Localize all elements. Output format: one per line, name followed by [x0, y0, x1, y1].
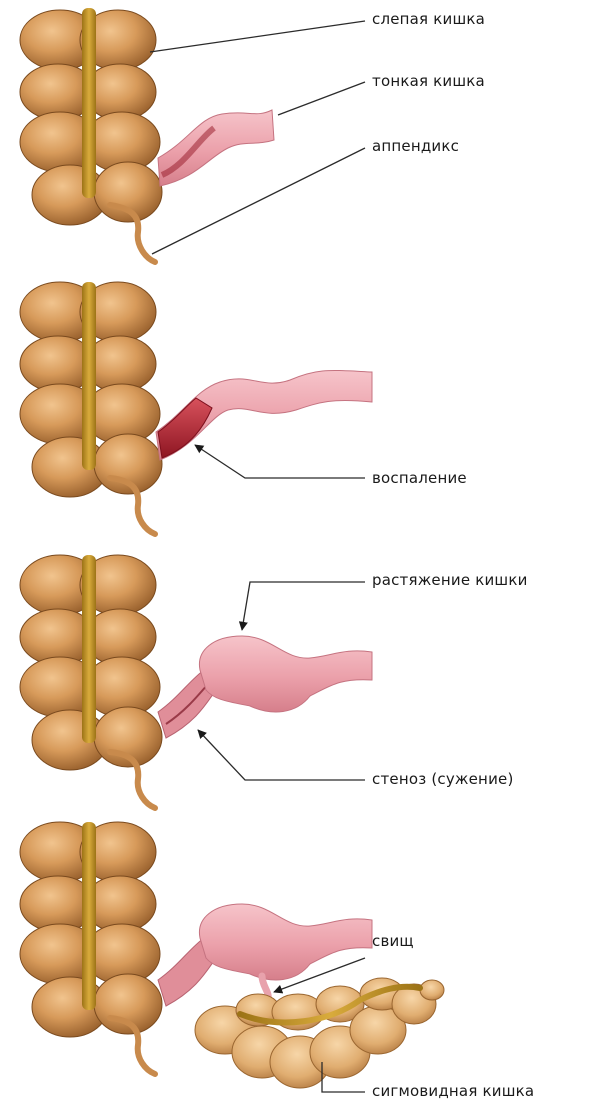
sigmoid-colon	[195, 978, 444, 1088]
label-inflammation: воспаление	[372, 469, 467, 487]
small-intestine	[158, 110, 274, 186]
leader-small-intestine	[278, 82, 365, 115]
panel-1-normal	[20, 8, 365, 262]
label-distension: растяжение кишки	[372, 571, 528, 589]
label-stenosis: стеноз (сужение)	[372, 770, 514, 788]
cecum-colon	[20, 8, 162, 225]
label-appendix: аппендикс	[372, 137, 459, 155]
panel-4-fistula	[20, 822, 444, 1092]
cecum-colon-4	[20, 822, 162, 1037]
panel-2-inflammation	[20, 282, 372, 534]
leader-inflammation	[195, 445, 365, 478]
leader-cecum	[150, 21, 365, 52]
label-fistula: свищ	[372, 932, 414, 950]
label-cecum: слепая кишка	[372, 10, 485, 28]
panel-3-stenosis	[20, 555, 372, 808]
distended-intestine	[199, 636, 372, 712]
label-small-intestine: тонкая кишка	[372, 72, 485, 90]
cecum-colon-2	[20, 282, 162, 497]
label-sigmoid: сигмовидная кишка	[372, 1082, 534, 1100]
cecum-colon-3	[20, 555, 162, 770]
leader-distension	[242, 582, 365, 630]
leader-stenosis	[198, 730, 365, 780]
